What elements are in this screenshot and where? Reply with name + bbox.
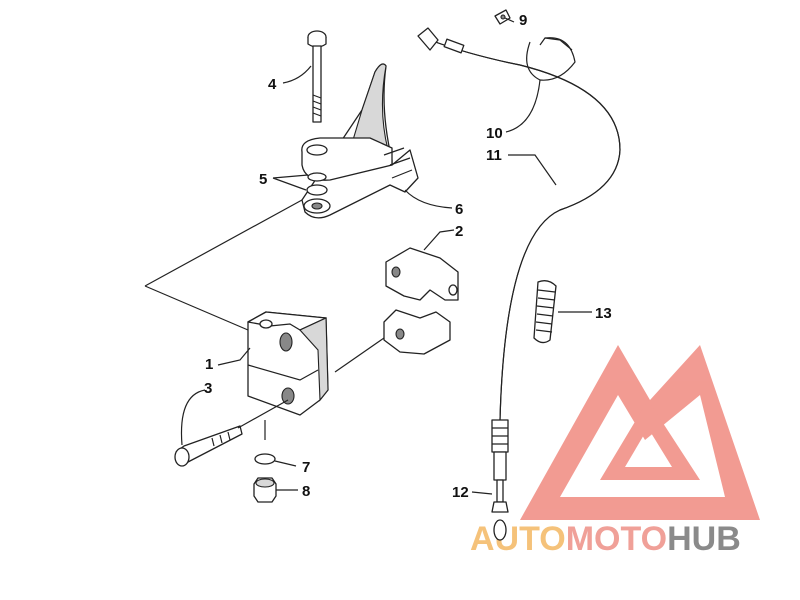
clamp-pieces xyxy=(383,247,459,355)
watermark-text: AUTOMOTOHUB xyxy=(470,520,741,558)
watermark-hub: HUB xyxy=(667,520,741,558)
bolt-long xyxy=(307,30,327,123)
callout-2: 2 xyxy=(455,223,463,240)
small-clip xyxy=(494,9,511,25)
watermark-inner-triangle-icon xyxy=(600,400,700,480)
mount-block xyxy=(247,311,329,416)
bolt-short xyxy=(174,425,243,467)
callout-10: 10 xyxy=(486,125,503,142)
hook-bracket xyxy=(301,63,419,219)
callout-labels: 4 5 6 2 1 3 7 8 9 10 11 12 13 xyxy=(204,12,612,501)
callout-3: 3 xyxy=(204,380,212,397)
watermark-logo xyxy=(520,345,760,520)
callout-7: 7 xyxy=(302,459,310,476)
callout-8: 8 xyxy=(302,483,310,500)
leader-lines xyxy=(144,17,592,495)
watermark-triangle-icon xyxy=(520,345,760,520)
cable-assembly xyxy=(417,27,621,541)
callout-6: 6 xyxy=(455,201,463,218)
washer-nut xyxy=(253,453,277,503)
washers xyxy=(303,172,331,214)
callout-1: 1 xyxy=(205,356,213,373)
wire-loop xyxy=(526,37,576,81)
callout-5: 5 xyxy=(259,171,267,188)
callout-4: 4 xyxy=(268,76,277,93)
watermark-auto: AUTO xyxy=(470,520,566,558)
callout-9: 9 xyxy=(519,12,527,29)
watermark-moto: MOTO xyxy=(566,520,667,558)
callout-11: 11 xyxy=(486,147,502,164)
callout-12: 12 xyxy=(452,484,469,501)
callout-13: 13 xyxy=(595,305,612,322)
spring xyxy=(533,280,557,344)
